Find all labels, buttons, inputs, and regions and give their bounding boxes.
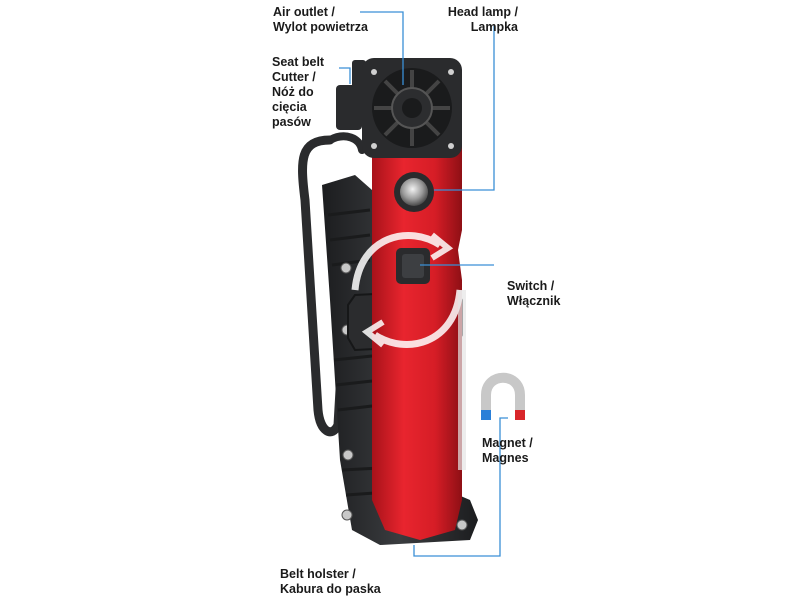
air-outlet-fan [362,58,462,158]
belt-holster-label: Belt holster / Kabura do paska [280,567,381,596]
head-lamp-label: Head lamp / Lampka [447,5,518,34]
magnet-label: Magnet / Magnes [482,436,533,465]
magnet-icon [481,372,525,420]
head-lamp [394,172,434,212]
switch-button [396,248,430,284]
leader-lines [339,11,508,557]
switch-label: Switch / Włącznik [507,279,561,308]
rotation-symbol [351,232,464,348]
flashlight-body [336,60,462,540]
air-outlet-label: Air outlet / Wylot powietrza [273,5,368,34]
seat-belt-cutter-label: Seat belt Cutter / Nóż do cięcia pasów [272,55,325,129]
belt-clip [298,135,349,437]
